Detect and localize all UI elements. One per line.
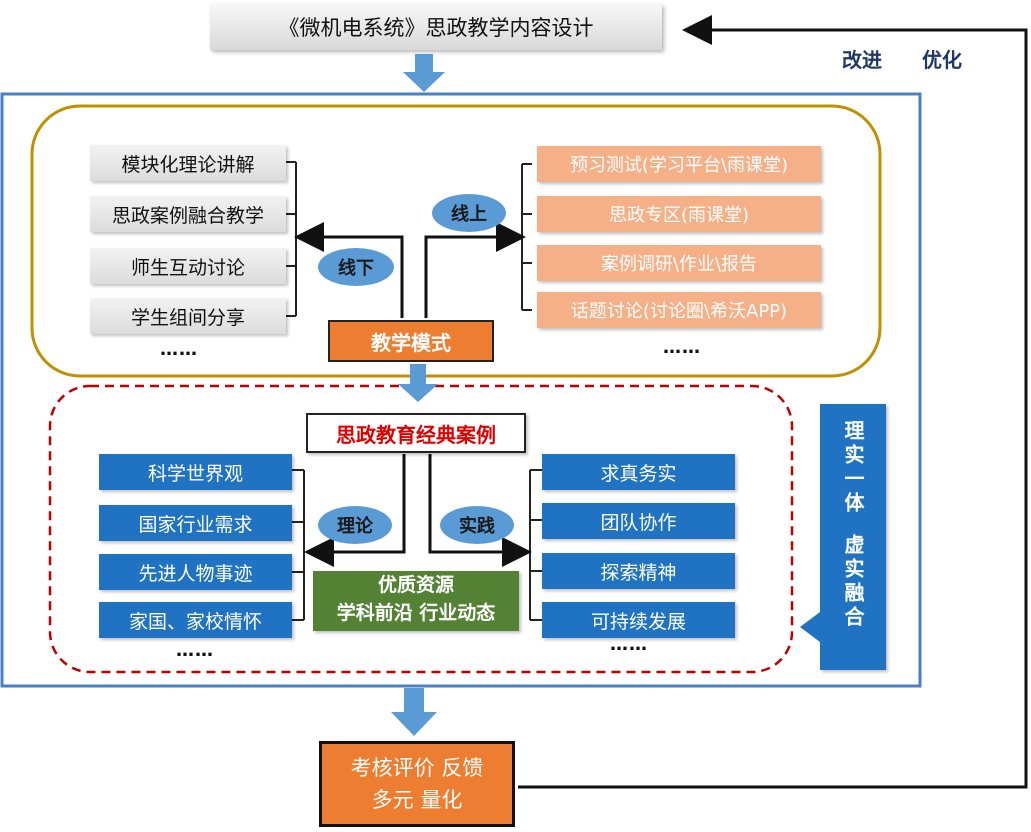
- feedback-optimize-label: 优化: [922, 48, 962, 72]
- online-arrow: [424, 222, 526, 318]
- quality-resources-line2: 学科前沿 行业动态: [336, 602, 496, 624]
- evaluation-box: 考核评价 反馈 多元 量化: [319, 741, 515, 827]
- offline-item: 思政案例融合教学: [90, 196, 286, 232]
- side-label-part2: 虚实融合: [841, 534, 865, 630]
- quality-resources-line1: 优质资源: [377, 574, 454, 596]
- feedback-loop-line: [518, 15, 1028, 789]
- offline-bracket: [286, 161, 297, 317]
- offline-more: ……: [160, 339, 198, 360]
- theory-more: ……: [176, 640, 214, 661]
- down-arrow-2: [398, 364, 438, 402]
- outer-frame: [0, 92, 922, 688]
- theory-label: 理论: [318, 506, 392, 544]
- down-arrow-1: [403, 54, 445, 92]
- online-item: 思政专区(雨课堂): [537, 196, 821, 232]
- offline-label: 线下: [318, 248, 394, 286]
- evaluation-line2: 多元 量化: [371, 788, 463, 812]
- classic-cases-box: 思政教育经典案例: [306, 413, 526, 453]
- online-bracket: [521, 163, 532, 311]
- theory-bracket: [292, 469, 305, 621]
- down-arrow-3: [391, 688, 437, 736]
- teaching-mode-box: 教学模式: [328, 320, 494, 362]
- practice-item: 求真务实: [542, 454, 735, 490]
- quality-resources-box: 优质资源 学科前沿 行业动态: [313, 571, 519, 631]
- offline-item: 学生组间分享: [90, 298, 286, 334]
- feedback-improve-label: 改进: [842, 48, 882, 72]
- practice-label: 实践: [440, 506, 514, 544]
- theory-item: 科学世界观: [99, 454, 292, 490]
- practice-item: 探索精神: [542, 553, 735, 589]
- online-item: 案例调研\作业\报告: [537, 245, 821, 281]
- side-label-box: 理实一体 虚实融合: [820, 404, 886, 670]
- side-pointer: [800, 612, 820, 642]
- online-item: 预习测试(学习平台\雨课堂): [537, 146, 821, 182]
- mode-frame: [30, 104, 882, 378]
- theory-item: 家国、家校情怀: [99, 602, 292, 638]
- side-label-part1: 理实一体: [841, 420, 865, 516]
- practice-arrow: [428, 454, 532, 567]
- theory-item: 先进人物事迹: [99, 554, 292, 590]
- practice-more: ……: [610, 634, 648, 655]
- evaluation-line1: 考核评价 反馈: [350, 756, 484, 780]
- offline-item: 师生互动讨论: [90, 248, 286, 284]
- practice-item: 可持续发展: [542, 602, 735, 638]
- practice-item: 团队协作: [542, 503, 735, 539]
- practice-bracket: [529, 469, 542, 621]
- theory-arrow: [304, 454, 406, 567]
- theory-item: 国家行业需求: [99, 505, 292, 541]
- online-label: 线上: [432, 194, 506, 232]
- online-more: ……: [663, 337, 701, 358]
- top-title: 《微机电系统》思政教学内容设计: [210, 4, 662, 50]
- top-title-text: 《微机电系统》思政教学内容设计: [278, 16, 594, 40]
- online-item: 话题讨论(讨论圈\希沃APP): [537, 292, 821, 328]
- offline-item: 模块化理论讲解: [90, 145, 286, 181]
- offline-arrow: [294, 222, 404, 318]
